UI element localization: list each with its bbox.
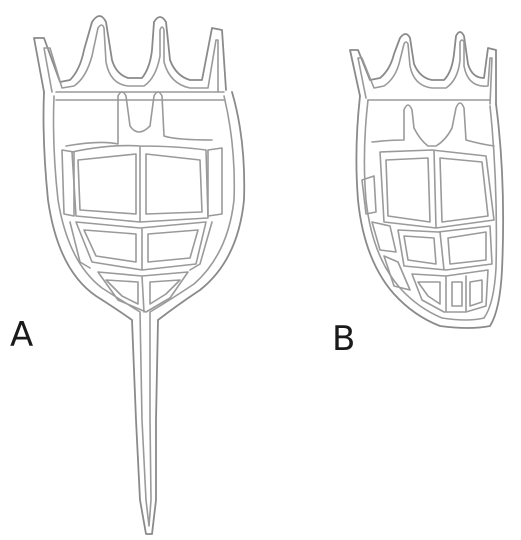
label-a: A — [10, 315, 33, 355]
specimen-a-drawing — [34, 16, 244, 534]
specimen-b-side-plates — [362, 176, 396, 252]
specimen-a-side-plates — [62, 148, 222, 216]
specimen-a-upper-plates — [72, 146, 208, 222]
specimen-b-drawing — [350, 32, 503, 328]
specimen-a-band — [56, 92, 224, 100]
specimen-a-crown-inner — [44, 25, 218, 92]
specimen-a-crown-outer — [34, 16, 226, 92]
specimen-a-lower-plates — [70, 222, 212, 270]
specimen-b-upper-plates — [380, 150, 494, 228]
label-b: B — [332, 319, 355, 359]
specimen-b-mid-spines — [368, 100, 494, 146]
specimen-b-crown-outer — [350, 32, 496, 104]
specimen-b-basal-plates — [412, 270, 488, 312]
